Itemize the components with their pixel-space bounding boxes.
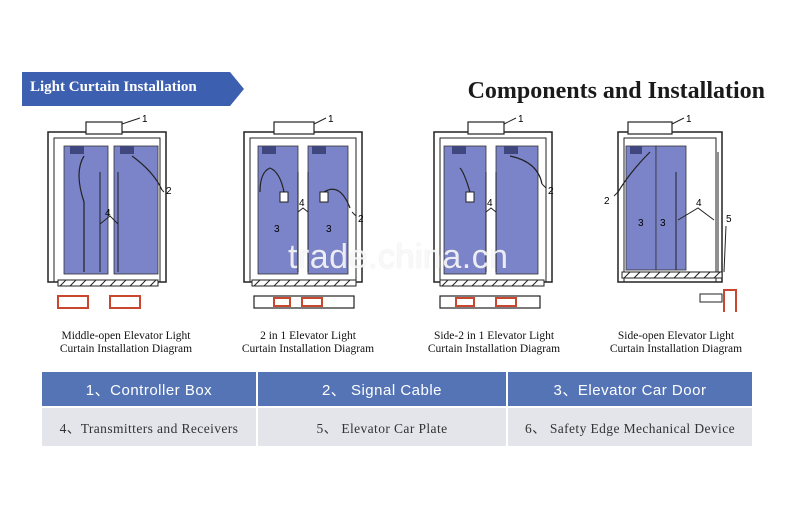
diagram-side-2-in-1: 1 2 4 [430,112,580,312]
legend-item-controller-box: 1、Controller Box [42,372,256,406]
callout-5: 5 [726,214,732,225]
caption-line-1: Side-open Elevator Light [617,330,735,342]
page-title: Components and Installation [467,78,765,104]
caption-side-open: Side-open Elevator Light Curtain Install… [586,330,766,356]
caption-line-2: Curtain Installation Diagram [609,343,743,355]
callout-1: 1 [518,114,524,125]
caption-line-2: Curtain Installation Diagram [427,343,561,355]
caption-side-2-in-1: Side-2 in 1 Elevator Light Curtain Insta… [404,330,584,356]
legend-item-signal-cable: 2、 Signal Cable [258,372,506,406]
callout-4: 4 [105,208,111,219]
callout-4: 4 [299,198,305,209]
banner-label: Light Curtain Installation [30,79,197,95]
callout-2: 2 [358,214,364,225]
component-legend: 1、Controller Box 2、 Signal Cable 3、Eleva… [42,372,752,446]
legend-item-elevator-car-door: 3、Elevator Car Door [508,372,752,406]
banner-arrow-shape [22,72,244,106]
callout-2: 2 [604,196,610,207]
legend-item-elevator-car-plate: 5、 Elevator Car Plate [258,408,506,446]
callout-3b: 3 [326,224,332,235]
callout-1: 1 [686,114,692,125]
caption-line-1: Middle-open Elevator Light [61,330,191,342]
callout-1: 1 [142,114,148,125]
caption-middle-open: Middle-open Elevator Light Curtain Insta… [36,330,216,356]
caption-line-2: Curtain Installation Diagram [241,343,375,355]
callout-3b: 3 [660,218,666,229]
callout-1: 1 [328,114,334,125]
caption-line-2: Curtain Installation Diagram [59,343,193,355]
legend-item-safety-edge: 6、 Safety Edge Mechanical Device [508,408,752,446]
callout-4: 4 [487,198,493,209]
callout-4: 4 [696,198,702,209]
caption-line-1: 2 in 1 Elevator Light [260,330,356,342]
caption-line-1: Side-2 in 1 Elevator Light [433,330,555,342]
callout-2: 2 [548,186,554,197]
diagram-2-in-1: 1 2 3 3 4 [240,112,390,312]
legend-item-transmitters-receivers: 4、Transmitters and Receivers [42,408,256,446]
section-banner: Light Curtain Installation [22,72,244,106]
watermark: trade.china.cn [288,238,509,276]
callout-3a: 3 [638,218,644,229]
callout-3a: 3 [274,224,280,235]
diagram-side-open: 1 2 3 3 4 5 [600,112,760,312]
diagram-middle-open: 1 2 4 [44,112,194,312]
callout-2: 2 [166,186,172,197]
caption-2-in-1: 2 in 1 Elevator Light Curtain Installati… [218,330,398,356]
